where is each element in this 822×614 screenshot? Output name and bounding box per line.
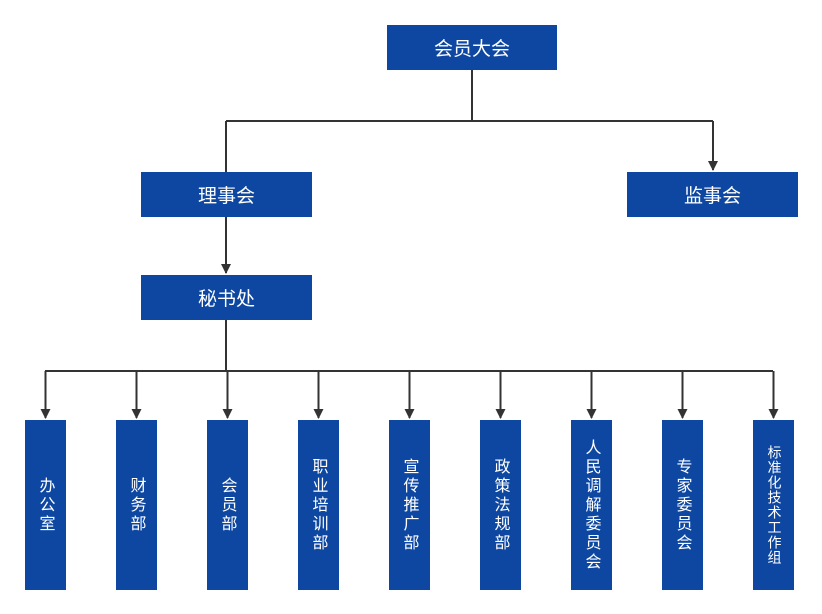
dept-label: 宣传推广部 bbox=[400, 457, 420, 553]
dept-office: 办公室 bbox=[25, 420, 66, 590]
dept-label: 办公室 bbox=[36, 476, 56, 534]
dept-label: 政策法规部 bbox=[491, 457, 511, 553]
dept-label: 标准化技术工作组 bbox=[765, 445, 782, 565]
supervisors-label: 监事会 bbox=[683, 185, 741, 207]
dept-experts: 专家委员会 bbox=[662, 420, 703, 590]
dept-membership: 会员部 bbox=[207, 420, 248, 590]
dept-finance: 财务部 bbox=[116, 420, 157, 590]
dept-policy: 政策法规部 bbox=[480, 420, 521, 590]
secretariat-node: 秘书处 bbox=[141, 275, 312, 320]
assembly-label: 会员大会 bbox=[433, 38, 510, 60]
dept-standards: 标准化技术工作组 bbox=[753, 420, 794, 590]
dept-label: 职业培训部 bbox=[309, 457, 329, 553]
dept-label: 专家委员会 bbox=[673, 457, 693, 553]
supervisors-node: 监事会 bbox=[627, 172, 798, 217]
dept-mediation: 人民调解委员会 bbox=[571, 420, 612, 590]
dept-label: 财务部 bbox=[127, 476, 147, 534]
dept-training: 职业培训部 bbox=[298, 420, 339, 590]
dept-label: 人民调解委员会 bbox=[582, 438, 602, 572]
dept-label: 会员部 bbox=[218, 476, 238, 534]
assembly-node: 会员大会 bbox=[387, 25, 557, 70]
council-node: 理事会 bbox=[141, 172, 312, 217]
dept-publicity: 宣传推广部 bbox=[389, 420, 430, 590]
secretariat-label: 秘书处 bbox=[197, 288, 255, 310]
council-label: 理事会 bbox=[197, 185, 255, 207]
